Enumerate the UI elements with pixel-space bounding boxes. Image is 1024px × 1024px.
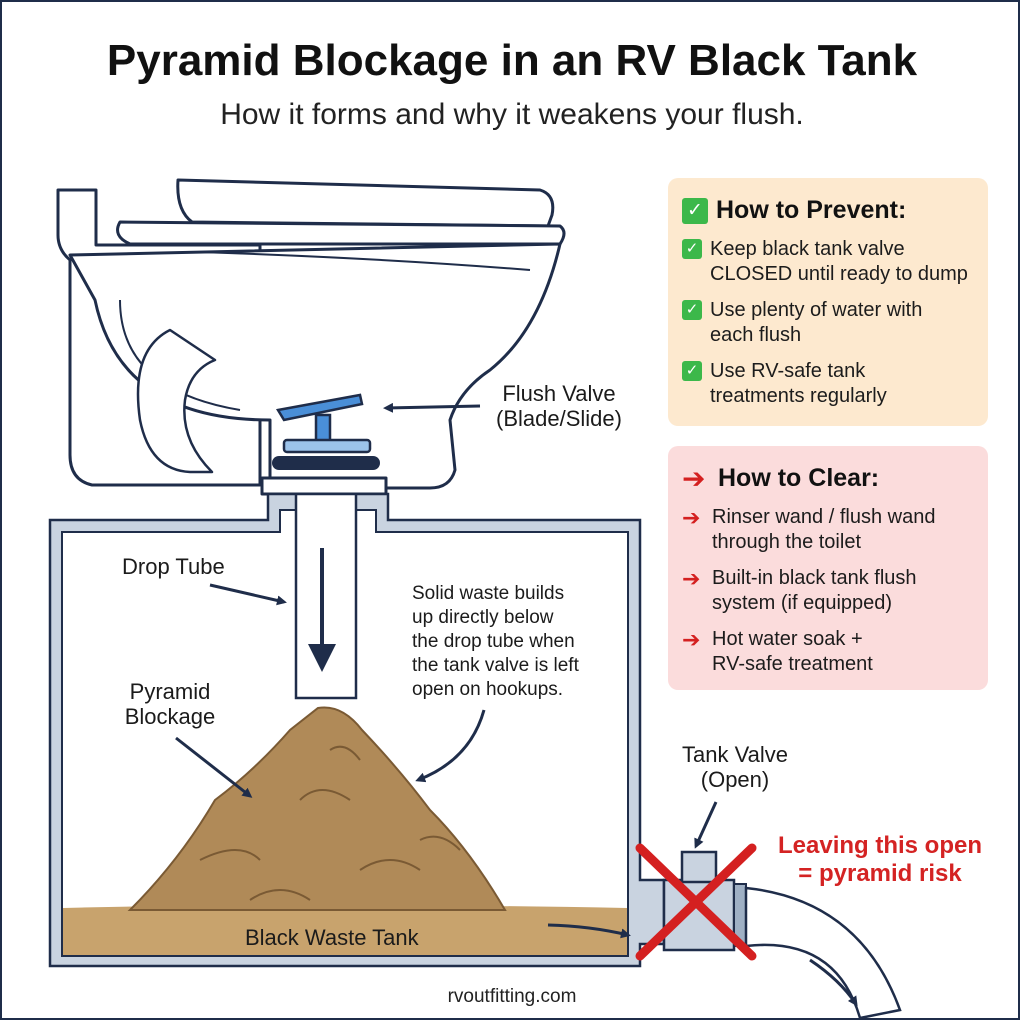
explanation-line-3: the drop tube when bbox=[412, 631, 575, 652]
arrow-right-icon: ➔ bbox=[682, 463, 706, 494]
flow-arrow bbox=[547, 923, 631, 939]
arrow-right-icon: ➔ bbox=[682, 566, 701, 591]
explanation-text: Solid waste builds up directly below the… bbox=[412, 582, 632, 702]
tank-valve-title: Tank Valve bbox=[682, 742, 788, 767]
prevent-item-2-line-1: Use plenty of water with bbox=[710, 299, 923, 321]
tank-valve bbox=[662, 850, 747, 952]
drop-tube-arrow bbox=[209, 583, 287, 606]
drop-tube bbox=[294, 492, 358, 700]
toilet-seat bbox=[116, 220, 566, 246]
clear-item: ➔ Rinser wand / flush wand through the to… bbox=[682, 505, 972, 555]
toilet-trapway bbox=[136, 328, 217, 474]
check-icon: ✓ bbox=[682, 300, 702, 320]
warning-line-1: Leaving this open bbox=[777, 832, 983, 859]
prevent-item-3-line-2: treatments regularly bbox=[710, 385, 887, 407]
clear-heading-row: ➔ How to Clear: bbox=[682, 464, 972, 493]
explanation-arrow bbox=[415, 709, 486, 783]
flush-valve-subtitle: (Blade/Slide) bbox=[496, 406, 622, 431]
flush-valve-title: Flush Valve bbox=[502, 381, 616, 406]
prevent-heading-row: ✓ How to Prevent: bbox=[682, 196, 972, 225]
pyramid-blockage-pile bbox=[127, 706, 507, 911]
clear-item-1-line-2: through the toilet bbox=[712, 531, 861, 553]
waste-layer bbox=[63, 905, 627, 955]
toilet-flange bbox=[260, 476, 388, 496]
footer-credit: rvoutfitting.com bbox=[447, 986, 577, 1007]
clear-item-1-line-1: Rinser wand / flush wand bbox=[712, 506, 936, 528]
toilet-lid bbox=[176, 178, 555, 228]
prevent-heading: How to Prevent: bbox=[716, 196, 907, 224]
prevent-item-2-line-2: each flush bbox=[710, 324, 802, 346]
flush-valve-label: Flush Valve (Blade/Slide) bbox=[474, 381, 644, 431]
clear-item-3-line-2: RV-safe treatment bbox=[712, 653, 873, 675]
prevent-item-1-line-1: Keep black tank valve bbox=[710, 238, 905, 260]
explanation-line-4: the tank valve is left bbox=[412, 655, 579, 676]
clear-item-3-line-1: Hot water soak + bbox=[712, 628, 863, 650]
page-subtitle: How it forms and why it weakens your flu… bbox=[220, 98, 804, 131]
arrow-right-icon: ➔ bbox=[682, 505, 701, 530]
page-title: Pyramid Blockage in an RV Black Tank bbox=[106, 36, 918, 85]
explanation-line-2: up directly below bbox=[412, 607, 554, 628]
warning-text: Leaving this open = pyramid risk bbox=[750, 832, 1010, 888]
flush-valve-arrow bbox=[383, 402, 481, 413]
clear-item: ➔ Built-in black tank flush system (if eq… bbox=[682, 566, 972, 616]
black-waste-tank-label: Black Waste Tank bbox=[245, 925, 419, 950]
check-icon: ✓ bbox=[682, 197, 708, 224]
clear-heading: How to Clear: bbox=[718, 464, 880, 492]
clear-panel: ➔ How to Clear: ➔ Rinser wand / flush wa… bbox=[668, 446, 988, 690]
check-icon: ✓ bbox=[682, 239, 702, 259]
warning-line-2: = pyramid risk bbox=[798, 860, 962, 887]
flush-valve-blade bbox=[272, 393, 380, 470]
outlet-hose bbox=[744, 886, 902, 1020]
explanation-line-5: open on hookups. bbox=[412, 679, 564, 700]
pyramid-title: Pyramid bbox=[129, 679, 211, 704]
clear-item-2-line-2: system (if equipped) bbox=[712, 592, 893, 614]
prevent-item-1-line-2: CLOSED until ready to dump bbox=[710, 263, 968, 285]
prevent-item-3-line-1: Use RV-safe tank bbox=[710, 360, 866, 382]
prevent-item: ✓ Use RV-safe tank treatments regularly bbox=[682, 359, 972, 409]
explanation-line-1: Solid waste builds bbox=[412, 583, 565, 604]
drop-tube-label: Drop Tube bbox=[122, 554, 225, 579]
pyramid-label: Pyramid Blockage bbox=[100, 679, 240, 729]
prevent-panel: ✓ How to Prevent: ✓ Keep black tank valv… bbox=[668, 178, 988, 426]
check-icon: ✓ bbox=[682, 361, 702, 381]
pyramid-subtitle: Blockage bbox=[124, 704, 216, 729]
prevent-item: ✓ Use plenty of water with each flush bbox=[682, 298, 972, 348]
toilet-illustration bbox=[56, 178, 566, 496]
tank-valve-subtitle: (Open) bbox=[700, 767, 770, 792]
red-x-icon bbox=[635, 843, 757, 961]
pyramid-arrow bbox=[175, 736, 253, 798]
tank-valve-label: Tank Valve (Open) bbox=[660, 742, 810, 792]
clear-item: ➔ Hot water soak + RV-safe treatment bbox=[682, 627, 972, 677]
drain-arrow bbox=[809, 958, 858, 1007]
tank-valve-arrow bbox=[694, 801, 718, 849]
arrow-right-icon: ➔ bbox=[682, 627, 701, 652]
clear-item-2-line-1: Built-in black tank flush bbox=[712, 567, 917, 589]
pointer-arrows bbox=[175, 402, 858, 1007]
